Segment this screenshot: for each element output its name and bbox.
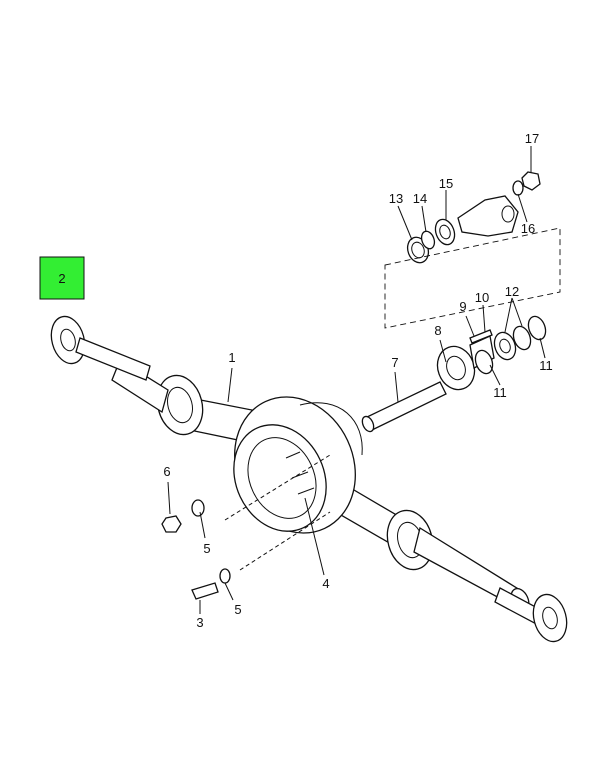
callout-4: 4 [322,576,329,591]
callout-15: 15 [439,176,453,191]
leader-lines [167,146,546,614]
callout-17: 17 [525,131,539,146]
callout-5-upper: 5 [203,541,210,556]
callout-9: 9 [459,299,466,314]
hardware-parts [161,171,547,600]
callout-11-left: 11 [493,385,507,400]
callout-8: 8 [434,323,441,338]
callout-7: 7 [391,355,398,370]
highlight-box-item-2 [39,256,85,300]
callout-10: 10 [475,290,489,305]
callout-14: 14 [413,191,427,206]
callout-2: 2 [58,271,65,286]
callout-6: 6 [163,464,170,479]
callout-12: 12 [505,284,519,299]
axle-housing [111,359,530,613]
callout-11-right: 11 [539,358,553,373]
callout-13: 13 [389,191,403,206]
pinion-shaft [361,381,447,433]
axle-shaft [50,315,151,381]
right-axle-shaft [494,587,568,643]
callout-1: 1 [228,350,235,365]
assembly-boundary [384,227,561,329]
callout-16: 16 [521,221,535,236]
callout-3: 3 [196,615,203,630]
callout-labels: 1 2 3 4 5 5 6 7 8 9 10 11 11 12 13 14 15… [58,131,552,630]
callout-5-lower: 5 [234,602,241,617]
